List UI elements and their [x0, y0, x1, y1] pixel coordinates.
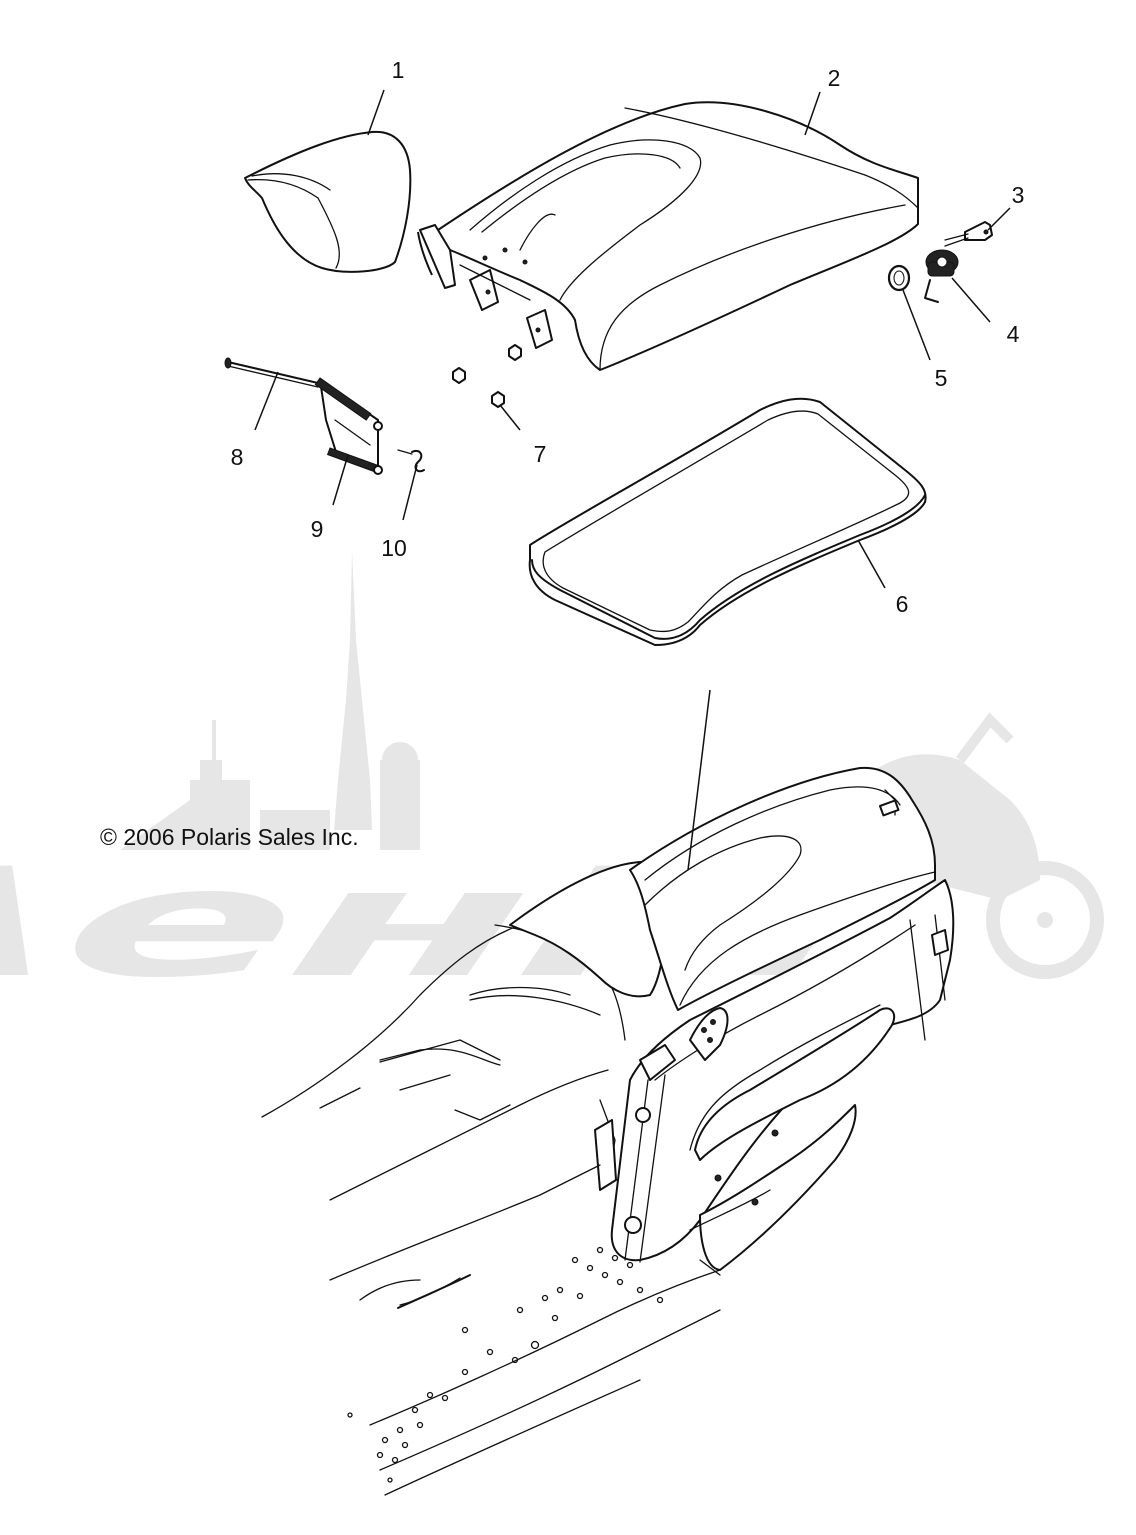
part-9-hinge — [314, 377, 383, 475]
copyright-notice: © 2006 Polaris Sales Inc. — [100, 824, 359, 850]
callout-5: 5 — [935, 365, 948, 391]
callout-9: 9 — [311, 516, 324, 542]
callout-2: 2 — [828, 65, 841, 91]
callout-1: 1 — [392, 57, 405, 83]
watermark-skyline — [120, 550, 420, 850]
part-1-seat-cushion — [244, 130, 412, 273]
part-4-lock — [924, 249, 959, 303]
leader-lines — [254, 89, 1011, 871]
assembly-view — [261, 766, 955, 1496]
callout-4: 4 — [1007, 321, 1020, 347]
part-5-washer — [887, 264, 911, 292]
part-10-clip — [397, 449, 425, 473]
callout-10: 10 — [381, 535, 407, 561]
callouts: 1 2 3 4 5 6 7 8 9 10 — [231, 57, 1025, 617]
part-7-nuts — [452, 344, 522, 408]
part-2-rear-seat — [417, 101, 919, 371]
callout-6: 6 — [896, 591, 909, 617]
part-3-key — [944, 221, 993, 247]
callout-8: 8 — [231, 444, 244, 470]
callout-7: 7 — [534, 441, 547, 467]
part-6-seal — [528, 397, 927, 646]
callout-3: 3 — [1012, 182, 1025, 208]
part-8-rod — [224, 357, 319, 388]
deck-holes — [347, 1246, 664, 1483]
